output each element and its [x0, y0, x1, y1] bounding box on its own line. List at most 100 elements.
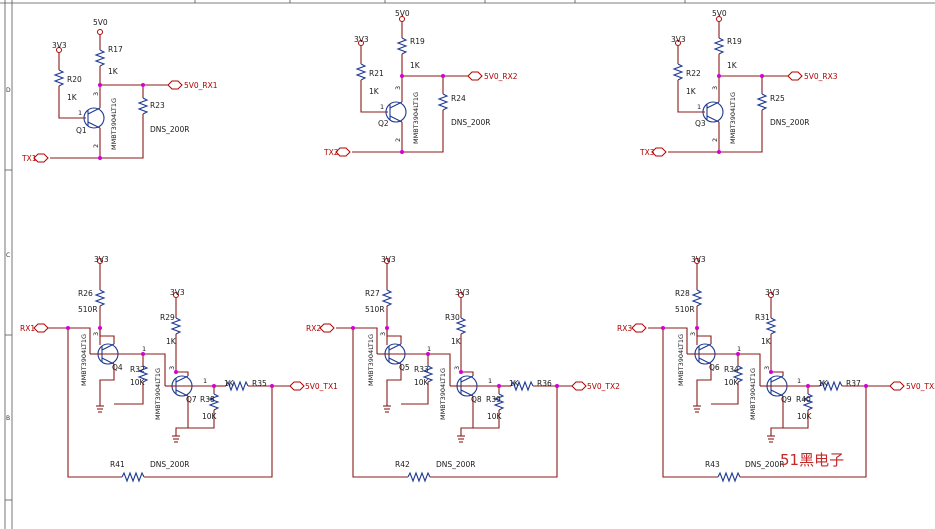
q5-part: MMBT3904LT1G — [367, 334, 375, 386]
supply-3v3-b: 3V3 — [765, 288, 780, 297]
q6-pin3: 3 — [689, 332, 697, 336]
r22-value: 1K — [686, 87, 697, 96]
q9-pin3: 3 — [763, 366, 771, 370]
supply-3v3-a: 3V3 — [381, 255, 396, 264]
r23-ref: R23 — [150, 101, 165, 110]
q3-part: MMBT3904LT1G — [729, 92, 737, 144]
q5-pin1: 1 — [427, 345, 431, 353]
r37-ref: R37 — [846, 379, 861, 388]
r25-ref: R25 — [770, 94, 785, 103]
r39-value: 10K — [487, 412, 503, 421]
q8-ref: Q8 — [471, 395, 482, 404]
r34-value: 10K — [724, 378, 740, 387]
q8-pin3: 3 — [453, 366, 461, 370]
r30-value: 1K — [451, 337, 462, 346]
net-5v0-rx2: 5V0_RX2 — [484, 72, 518, 81]
r33-ref: R33 — [414, 365, 429, 374]
r32-value: 10K — [130, 378, 146, 387]
q2-part: MMBT3904LT1G — [412, 92, 420, 144]
net-tx2: TX2 — [323, 148, 339, 157]
q6-part: MMBT3904LT1G — [677, 334, 685, 386]
q9-part: MMBT3904LT1G — [749, 368, 757, 420]
r24-ref: R24 — [451, 94, 466, 103]
r21-ref: R21 — [369, 69, 384, 78]
r34-ref: R34 — [724, 365, 739, 374]
q4-ref: Q4 — [112, 363, 123, 372]
r43-value: DNS_200R — [745, 460, 784, 469]
q1-part: MMBT3904LT1G — [110, 98, 118, 150]
q1-pin1: 1 — [78, 109, 82, 117]
r35-value: 1K — [224, 379, 235, 388]
r38-value: 10K — [202, 412, 218, 421]
q6-ref: Q6 — [709, 363, 720, 372]
supply-3v3-a: 3V3 — [691, 255, 706, 264]
q8-pin1: 1 — [488, 377, 492, 385]
q3-pin3: 3 — [711, 86, 719, 90]
r32-ref: R32 — [130, 365, 145, 374]
q1-ref: Q1 — [76, 126, 87, 135]
watermark: 51黑电子 — [780, 451, 844, 469]
r25-value: DNS_200R — [770, 118, 809, 127]
r27-value: 510R — [365, 305, 385, 314]
q7-part: MMBT3904LT1G — [154, 368, 162, 420]
rx-level-shifter-3: 5V0 3V3 R19 1K R22 1K R25 DNS_200R Q3 MM… — [639, 9, 838, 157]
r43-ref: R43 — [705, 460, 720, 469]
net-5v0-tx2: 5V0_TX2 — [587, 382, 620, 391]
r19-value: 1K — [410, 61, 421, 70]
tx-level-shifter-3: 3V3 3V3 R28 510R R31 1K R34 10K R40 10K … — [617, 255, 935, 483]
r29-ref: R29 — [160, 313, 175, 322]
net-rx3: RX3 — [617, 324, 632, 333]
net-rx1: RX1 — [20, 324, 35, 333]
r40-value: 10K — [797, 412, 813, 421]
r17-ref: R17 — [108, 45, 123, 54]
r28-ref: R28 — [675, 289, 690, 298]
net-rx2: RX2 — [306, 324, 321, 333]
r35-ref: R35 — [252, 379, 267, 388]
r37-value: 1K — [818, 379, 829, 388]
rx-level-shifter-2: 5V0 3V3 R19 1K R21 1K R24 DNS_200R Q2 MM… — [323, 9, 518, 157]
net-5v0-tx1: 5V0_TX1 — [305, 382, 338, 391]
r22-ref: R22 — [686, 69, 701, 78]
q2-ref: Q2 — [378, 119, 389, 128]
net-5v0-tx3: 5V0_TX3 — [906, 382, 935, 391]
frame-marker-d: D — [6, 87, 11, 94]
q4-part: MMBT3904LT1G — [80, 334, 88, 386]
supply-3v3-label: 3V3 — [354, 35, 369, 44]
q4-pin3: 3 — [92, 332, 100, 336]
r42-ref: R42 — [395, 460, 410, 469]
q2-pin2: 2 — [394, 138, 402, 142]
q8-part: MMBT3904LT1G — [439, 368, 447, 420]
r17-value: 1K — [108, 67, 119, 76]
r31-ref: R31 — [755, 313, 770, 322]
frame-marker-b: B — [6, 415, 10, 422]
q2-pin1: 1 — [380, 103, 384, 111]
q5-ref: Q5 — [399, 363, 410, 372]
r42-value: DNS_200R — [436, 460, 475, 469]
supply-3v3-a: 3V3 — [94, 255, 109, 264]
q3-pin1: 1 — [697, 103, 701, 111]
r38-ref: R38 — [200, 395, 215, 404]
r26-ref: R26 — [78, 289, 93, 298]
q4-pin1: 1 — [142, 345, 146, 353]
q3-pin2: 2 — [711, 138, 719, 142]
net-5v0-rx1: 5V0_RX1 — [184, 81, 218, 90]
r36-ref: R36 — [537, 379, 552, 388]
r23-value: DNS_200R — [150, 125, 189, 134]
r24-value: DNS_200R — [451, 118, 490, 127]
q9-pin1: 1 — [797, 377, 801, 385]
supply-3v3-label: 3V3 — [671, 35, 686, 44]
q1-pin3: 3 — [92, 92, 100, 96]
net-5v0-rx3: 5V0_RX3 — [804, 72, 838, 81]
r26-value: 510R — [78, 305, 98, 314]
r27-ref: R27 — [365, 289, 380, 298]
supply-5v0-label: 5V0 — [93, 18, 108, 27]
q7-ref: Q7 — [186, 395, 197, 404]
r21-value: 1K — [369, 87, 380, 96]
q6-pin1: 1 — [737, 345, 741, 353]
q9-ref: Q9 — [781, 395, 792, 404]
r33-value: 10K — [414, 378, 430, 387]
r39-ref: R39 — [486, 395, 501, 404]
r20-ref: R20 — [67, 75, 82, 84]
